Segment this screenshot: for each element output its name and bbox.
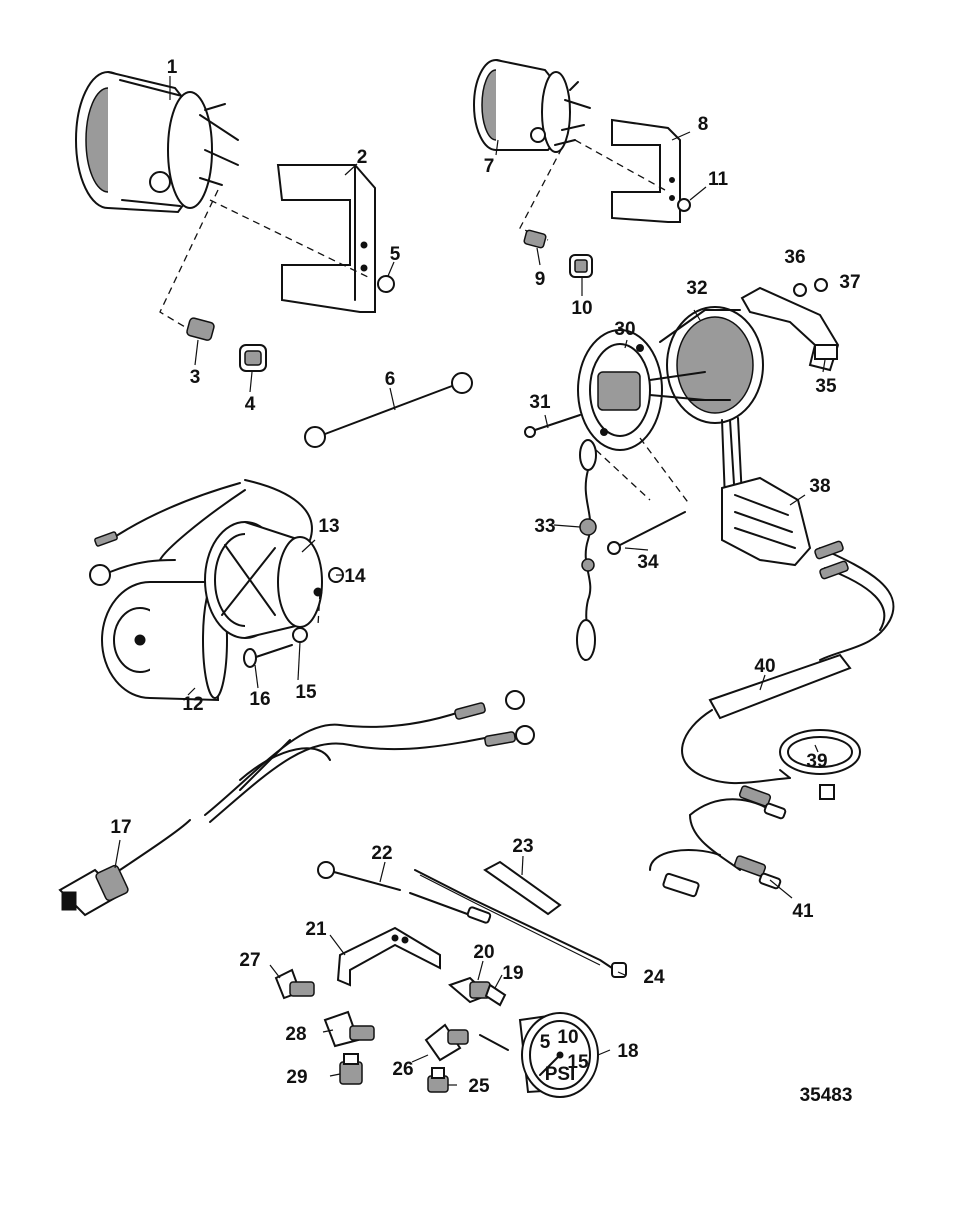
callout-35: 35 [815,376,837,397]
gauge-unit-label: PSI [545,1064,576,1085]
callout-37: 37 [839,272,860,293]
callout-2: 2 [357,147,368,168]
jumper-wire-6-drawing [304,372,473,448]
elbow-27-drawing [274,968,315,1000]
callout-25: 25 [468,1076,490,1097]
figure-number: 35483 [800,1085,853,1106]
sender-19-20-drawing [448,976,507,1007]
callout-27: 27 [239,950,260,971]
callout-12: 12 [182,694,203,715]
callout-24: 24 [643,967,665,988]
horn-bracket-13-drawing [204,521,323,639]
washer-15-drawing [292,627,308,643]
callout-41: 41 [792,901,814,922]
callout-38: 38 [809,476,830,497]
connectors-41-drawing [649,785,787,898]
callout-labels: 1 2 3 4 5 6 7 8 9 10 11 12 13 14 15 16 1… [110,57,860,1106]
callout-21: 21 [305,919,327,940]
screw-34-drawing [607,511,686,555]
callout-10: 10 [571,298,592,319]
callout-13: 13 [318,516,339,537]
bulb-10-drawing [569,254,593,278]
callout-23: 23 [512,836,533,857]
bracket-2-drawing [276,164,376,313]
callout-8: 8 [698,114,709,135]
callout-18: 18 [617,1041,638,1062]
bulb-socket-3-drawing [186,317,215,341]
gauge-mark-5: 5 [540,1032,551,1053]
nut-37-drawing [814,278,828,292]
bracket-21-drawing [336,926,441,987]
callout-4: 4 [245,394,256,415]
small-gauge-drawing [473,59,591,153]
bracket-8-drawing [611,118,681,223]
screw-31-drawing [524,414,581,438]
lanyard-33-drawing [576,439,597,661]
callout-26: 26 [392,1059,413,1080]
washer-36-drawing [793,283,807,297]
horn-12-drawing [101,581,228,702]
callout-22: 22 [371,843,392,864]
large-gauge-drawing [75,71,239,214]
leader-lines [114,76,826,1086]
callout-30: 30 [614,319,635,340]
callout-28: 28 [285,1024,306,1045]
callout-34: 34 [637,552,659,573]
callout-3: 3 [190,367,201,388]
wire-22-drawing [317,861,492,924]
harness-40-drawing [681,540,895,785]
callout-16: 16 [249,689,270,710]
tee-28-drawing [323,1010,375,1048]
gauge-mark-15: 15 [567,1052,589,1073]
callout-17: 17 [110,817,131,838]
bulb-4-drawing [239,344,267,372]
fitting-29-drawing [339,1053,363,1085]
callout-5: 5 [390,244,401,265]
callout-1: 1 [167,57,178,78]
callout-15: 15 [295,682,317,703]
pressure-gauge-18-drawing: 5 10 15 PSI [479,1012,599,1098]
harness-17-drawing [58,690,535,917]
horn-wires-drawing [89,479,313,586]
callout-20: 20 [473,942,494,963]
screw-16-drawing [243,644,293,668]
bulb-socket-9-drawing [523,229,547,249]
callout-19: 19 [502,963,523,984]
elbow-26-drawing [424,1023,469,1062]
callout-39: 39 [806,751,827,772]
callout-7: 7 [484,156,495,177]
nut-5-drawing [377,275,395,293]
gauge-mark-10: 10 [557,1027,578,1048]
callout-33: 33 [534,516,555,537]
callout-32: 32 [686,278,707,299]
clip-38-drawing [721,476,812,567]
callout-11: 11 [708,169,729,190]
callout-9: 9 [535,269,546,290]
horn-assembly-drawing [577,278,840,501]
callout-29: 29 [286,1067,307,1088]
callout-36: 36 [784,247,805,268]
sleeve-23-drawing [483,860,562,916]
cable-tie-39-drawing [779,729,861,800]
fitting-25-drawing [427,1067,449,1093]
nut-11-drawing [677,198,691,212]
callout-14: 14 [344,566,366,587]
callout-6: 6 [385,369,396,390]
callout-31: 31 [529,392,551,413]
callout-40: 40 [754,656,775,677]
